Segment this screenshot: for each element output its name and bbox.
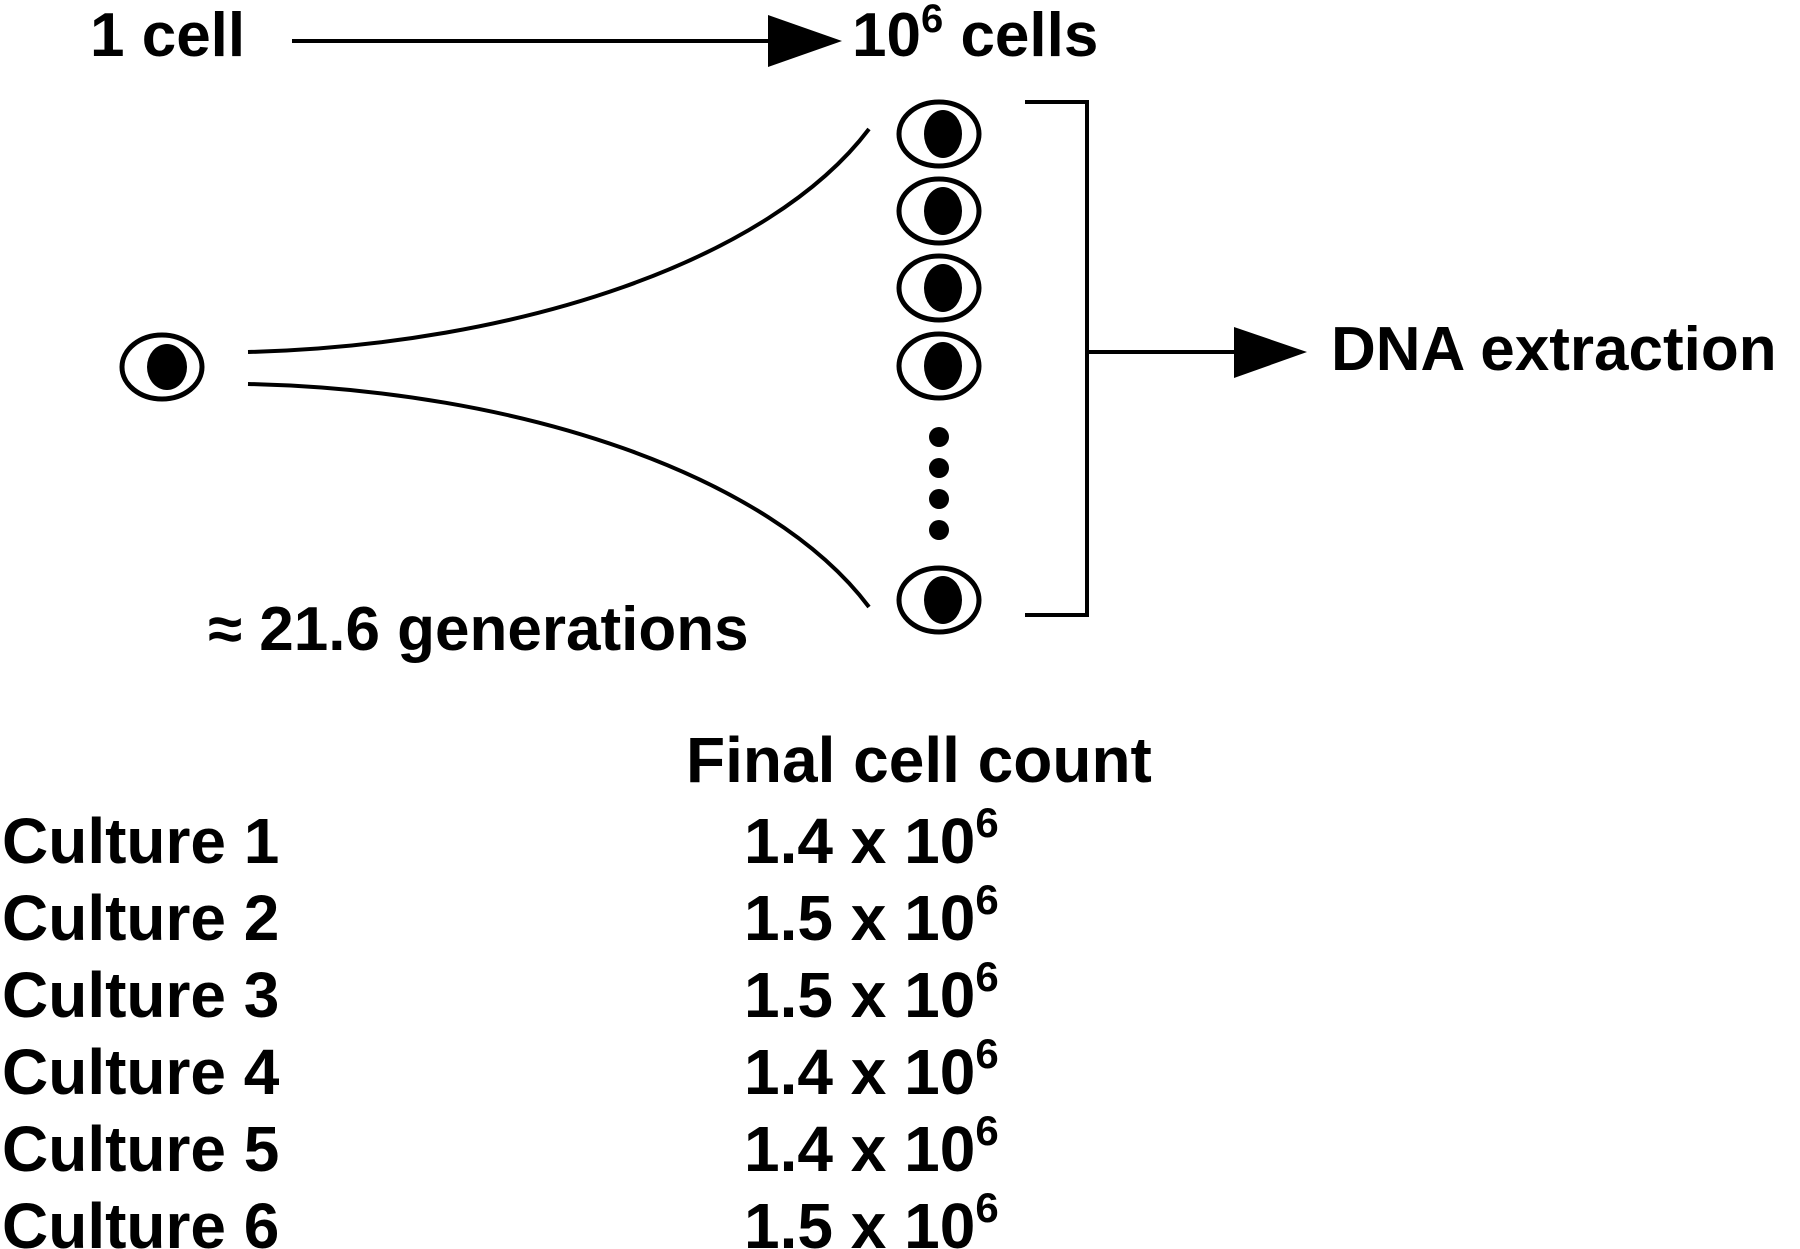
table-row: Culture 4 1.4 x 106 xyxy=(2,1030,999,1108)
growth-curve-lower xyxy=(247,382,871,609)
cell-count-value: 1.5 x 106 xyxy=(744,1184,999,1249)
cell-icon xyxy=(896,331,982,401)
generations-label: ≈ 21.6 generations xyxy=(208,595,749,664)
table-header: Final cell count xyxy=(686,724,1152,796)
output-label: DNA extraction xyxy=(1331,315,1777,384)
table-row: Culture 1 1.4 x 106 xyxy=(2,799,999,877)
cell-count-value: 1.4 x 106 xyxy=(744,799,999,877)
culture-label: Culture 1 xyxy=(2,805,279,877)
start-label: 1 cell xyxy=(90,1,245,70)
ellipsis-dot xyxy=(929,520,949,540)
table-row: Culture 6 1.5 x 106 xyxy=(2,1184,999,1249)
cell-icon xyxy=(896,99,982,169)
cell-count-value: 1.4 x 106 xyxy=(744,1030,999,1108)
growth-curve-upper xyxy=(247,127,871,354)
top-arrow xyxy=(292,15,842,67)
extraction-arrow-head xyxy=(1234,327,1307,378)
cell-icon xyxy=(896,176,982,246)
start-cell-icon xyxy=(119,332,205,402)
table-row: Culture 5 1.4 x 106 xyxy=(2,1107,999,1185)
top-arrow-head xyxy=(768,15,842,67)
cell-icon xyxy=(896,253,982,323)
extraction-arrow xyxy=(1087,327,1307,378)
cell-population xyxy=(896,99,982,635)
table-row: Culture 3 1.5 x 106 xyxy=(2,953,999,1031)
cell-count-value: 1.4 x 106 xyxy=(744,1107,999,1185)
table-row: Culture 2 1.5 x 106 xyxy=(2,876,999,954)
cell-count-value: 1.5 x 106 xyxy=(744,876,999,954)
culture-label: Culture 2 xyxy=(2,882,279,954)
culture-label: Culture 3 xyxy=(2,959,279,1031)
ellipsis-dot xyxy=(929,458,949,478)
ellipsis-dot xyxy=(929,427,949,447)
cell-count-value: 1.5 x 106 xyxy=(744,953,999,1031)
culture-label: Culture 5 xyxy=(2,1113,279,1185)
ellipsis-dot xyxy=(929,489,949,509)
end-label: 106 cells xyxy=(852,0,1098,70)
culture-label: Culture 6 xyxy=(2,1190,279,1249)
culture-label: Culture 4 xyxy=(2,1036,280,1108)
bracket xyxy=(1025,100,1089,617)
cell-icon xyxy=(896,565,982,635)
